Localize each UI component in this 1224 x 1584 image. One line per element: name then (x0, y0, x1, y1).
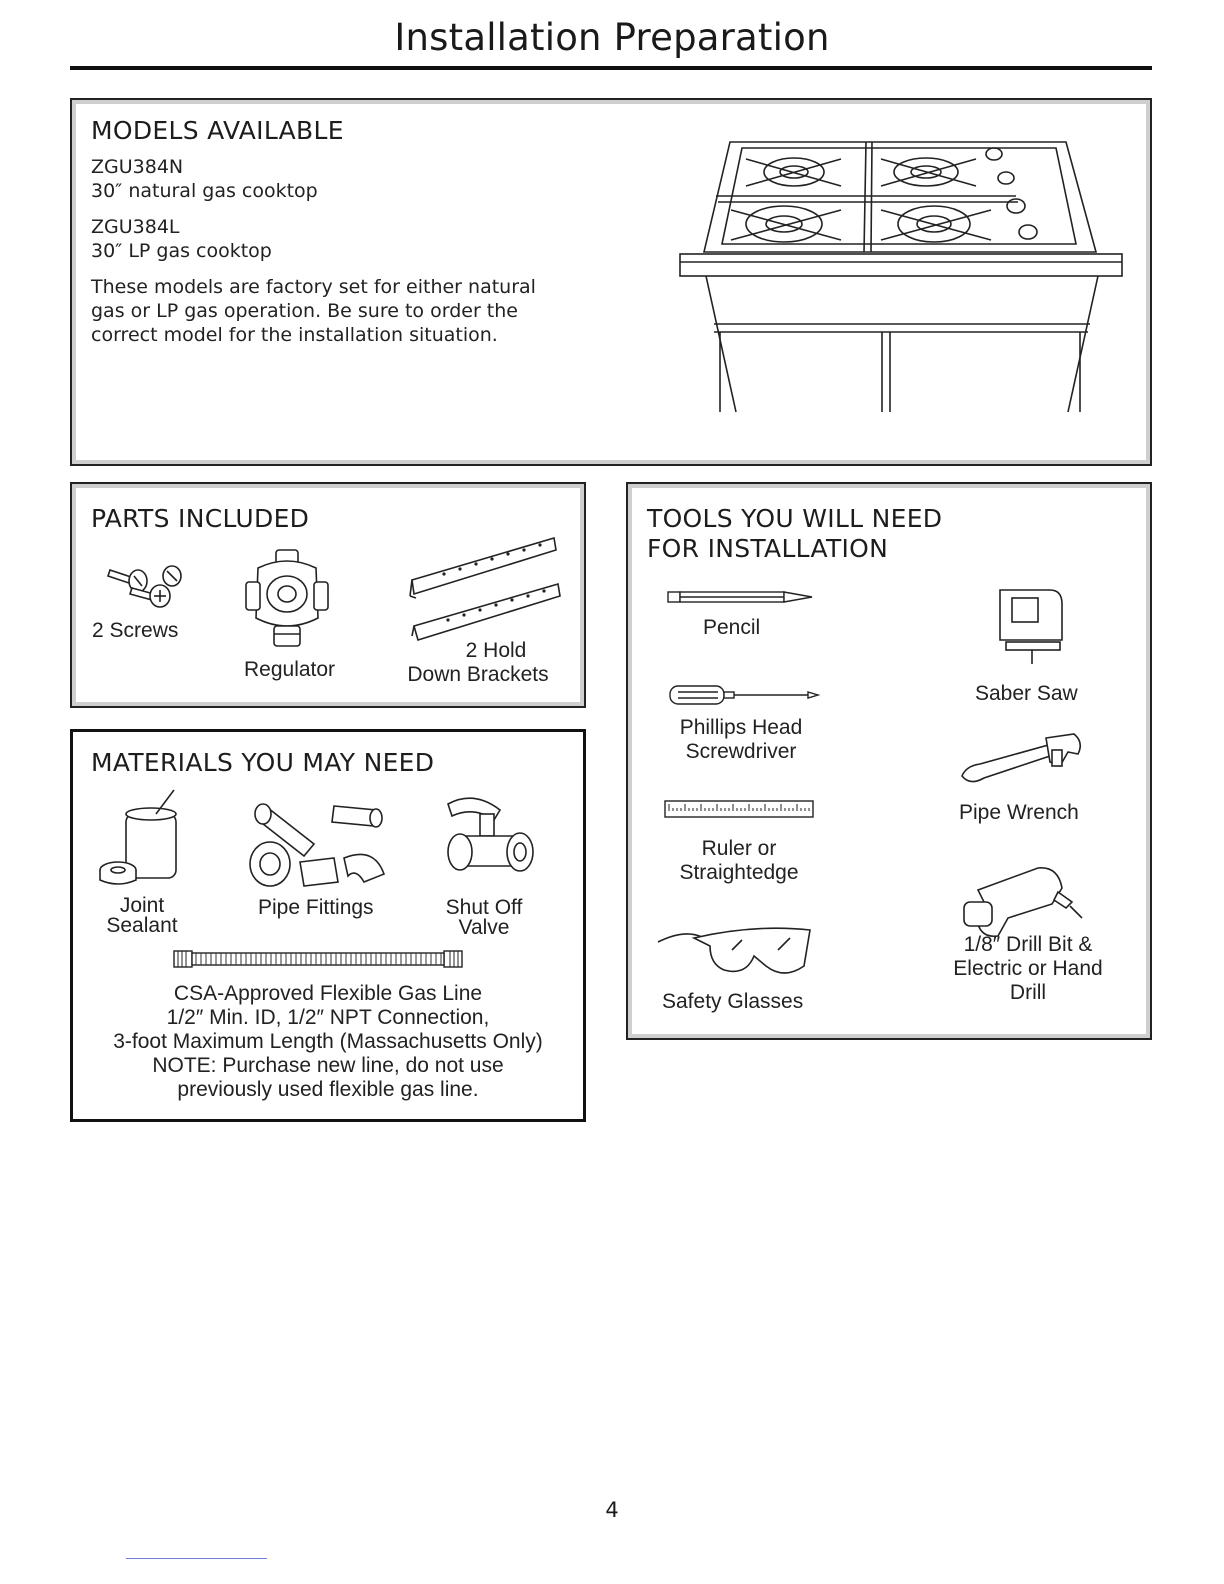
bottom-rule (126, 1558, 267, 1559)
drill-label-line-3: Drill (1009, 981, 1047, 1004)
valve-label: Shut Off Valve (434, 896, 534, 940)
ruler-label: Ruler or Straightedge (664, 837, 814, 885)
models-heading: MODELS AVAILABLE (91, 116, 344, 145)
saber-saw-icon (999, 589, 1063, 664)
drill-label-line-1: 1/8″ Drill Bit & (963, 933, 1093, 956)
ruler-label-line-2: Straightedge (679, 861, 799, 884)
page-title: Installation Preparation (394, 16, 830, 59)
gas-line-text-2: 1/2″ Min. ID, 1/2″ NPT Connection, (166, 1006, 490, 1029)
regulator-icon (245, 549, 329, 647)
ruler-icon (664, 800, 814, 818)
model-code-n: ZGU384N (91, 156, 184, 178)
safety-glasses-icon (657, 927, 811, 974)
model-desc-l: 30″ LP gas cooktop (91, 240, 272, 262)
valve-label-line-2: Valve (458, 916, 510, 939)
phillips-screwdriver-icon (669, 685, 821, 705)
tools-heading-line-1: TOOLS YOU WILL NEED (647, 504, 943, 533)
sealant-label-line-2: Sealant (106, 914, 178, 937)
brackets-label-line-2: Down Brackets (407, 663, 549, 686)
gas-line-text-1: CSA-Approved Flexible Gas Line (173, 982, 483, 1005)
pipe-fittings-icon (249, 803, 386, 887)
drill-label: 1/8″ Drill Bit & Electric or Hand Drill (938, 933, 1118, 1005)
valve-label-line-1: Shut Off (445, 896, 523, 919)
gas-line-text-3: 3-foot Maximum Length (Massachusetts Onl… (113, 1030, 543, 1053)
parts-heading: PARTS INCLUDED (91, 504, 310, 533)
drill-icon (963, 867, 1083, 938)
screws-label: 2 Screws (92, 619, 179, 642)
models-available-box (70, 98, 1152, 466)
joint-sealant-icon (99, 789, 177, 885)
drill-label-line-2: Electric or Hand (953, 957, 1103, 980)
model-desc-n: 30″ natural gas cooktop (91, 180, 318, 202)
flexible-gas-line-icon (173, 950, 463, 968)
saber-saw-label: Saber Saw (975, 682, 1078, 705)
pencil-label: Pencil (703, 616, 761, 639)
safety-glasses-label: Safety Glasses (662, 990, 804, 1013)
ruler-label-line-1: Ruler or (701, 837, 777, 860)
gas-line-text-5: previously used flexible gas line. (177, 1078, 479, 1101)
sealant-label: Joint Sealant (96, 894, 188, 938)
shut-off-valve-icon (447, 797, 534, 872)
tools-heading-line-2: FOR INSTALLATION (647, 534, 889, 563)
cooktop-illustration (679, 141, 1123, 413)
brackets-label-line-1: 2 Hold (465, 639, 527, 662)
models-note-1: These models are factory set for either … (91, 276, 536, 298)
fittings-label: Pipe Fittings (258, 896, 374, 919)
materials-heading: MATERIALS YOU MAY NEED (91, 748, 435, 777)
pipe-wrench-label: Pipe Wrench (959, 801, 1079, 824)
page-number: 4 (605, 1498, 619, 1522)
regulator-label: Regulator (244, 658, 336, 681)
title-rule (70, 66, 1152, 70)
tools-heading: TOOLS YOU WILL NEED FOR INSTALLATION (647, 504, 942, 564)
gas-line-text-4: NOTE: Purchase new line, do not use (152, 1054, 504, 1077)
models-list: ZGU384N 30″ natural gas cooktop ZGU384L … (91, 155, 571, 347)
gas-line-description: CSA-Approved Flexible Gas Line 1/2″ Min.… (74, 982, 582, 1102)
materials-box (70, 729, 586, 1122)
sealant-label-line-1: Joint (119, 894, 165, 917)
screws-icon (106, 565, 182, 608)
screwdriver-label-line-2: Screwdriver (685, 740, 797, 763)
pipe-wrench-icon (961, 733, 1082, 783)
screwdriver-label-line-1: Phillips Head (679, 716, 803, 739)
screwdriver-label: Phillips Head Screwdriver (666, 716, 816, 764)
hold-down-brackets-icon (409, 536, 561, 642)
model-code-l: ZGU384L (91, 216, 180, 238)
models-note-3: correct model for the installation situa… (91, 324, 498, 346)
brackets-label: 2 Hold Down Brackets (396, 639, 560, 687)
pencil-icon (667, 591, 813, 603)
models-note-2: gas or LP gas operation. Be sure to orde… (91, 300, 518, 322)
